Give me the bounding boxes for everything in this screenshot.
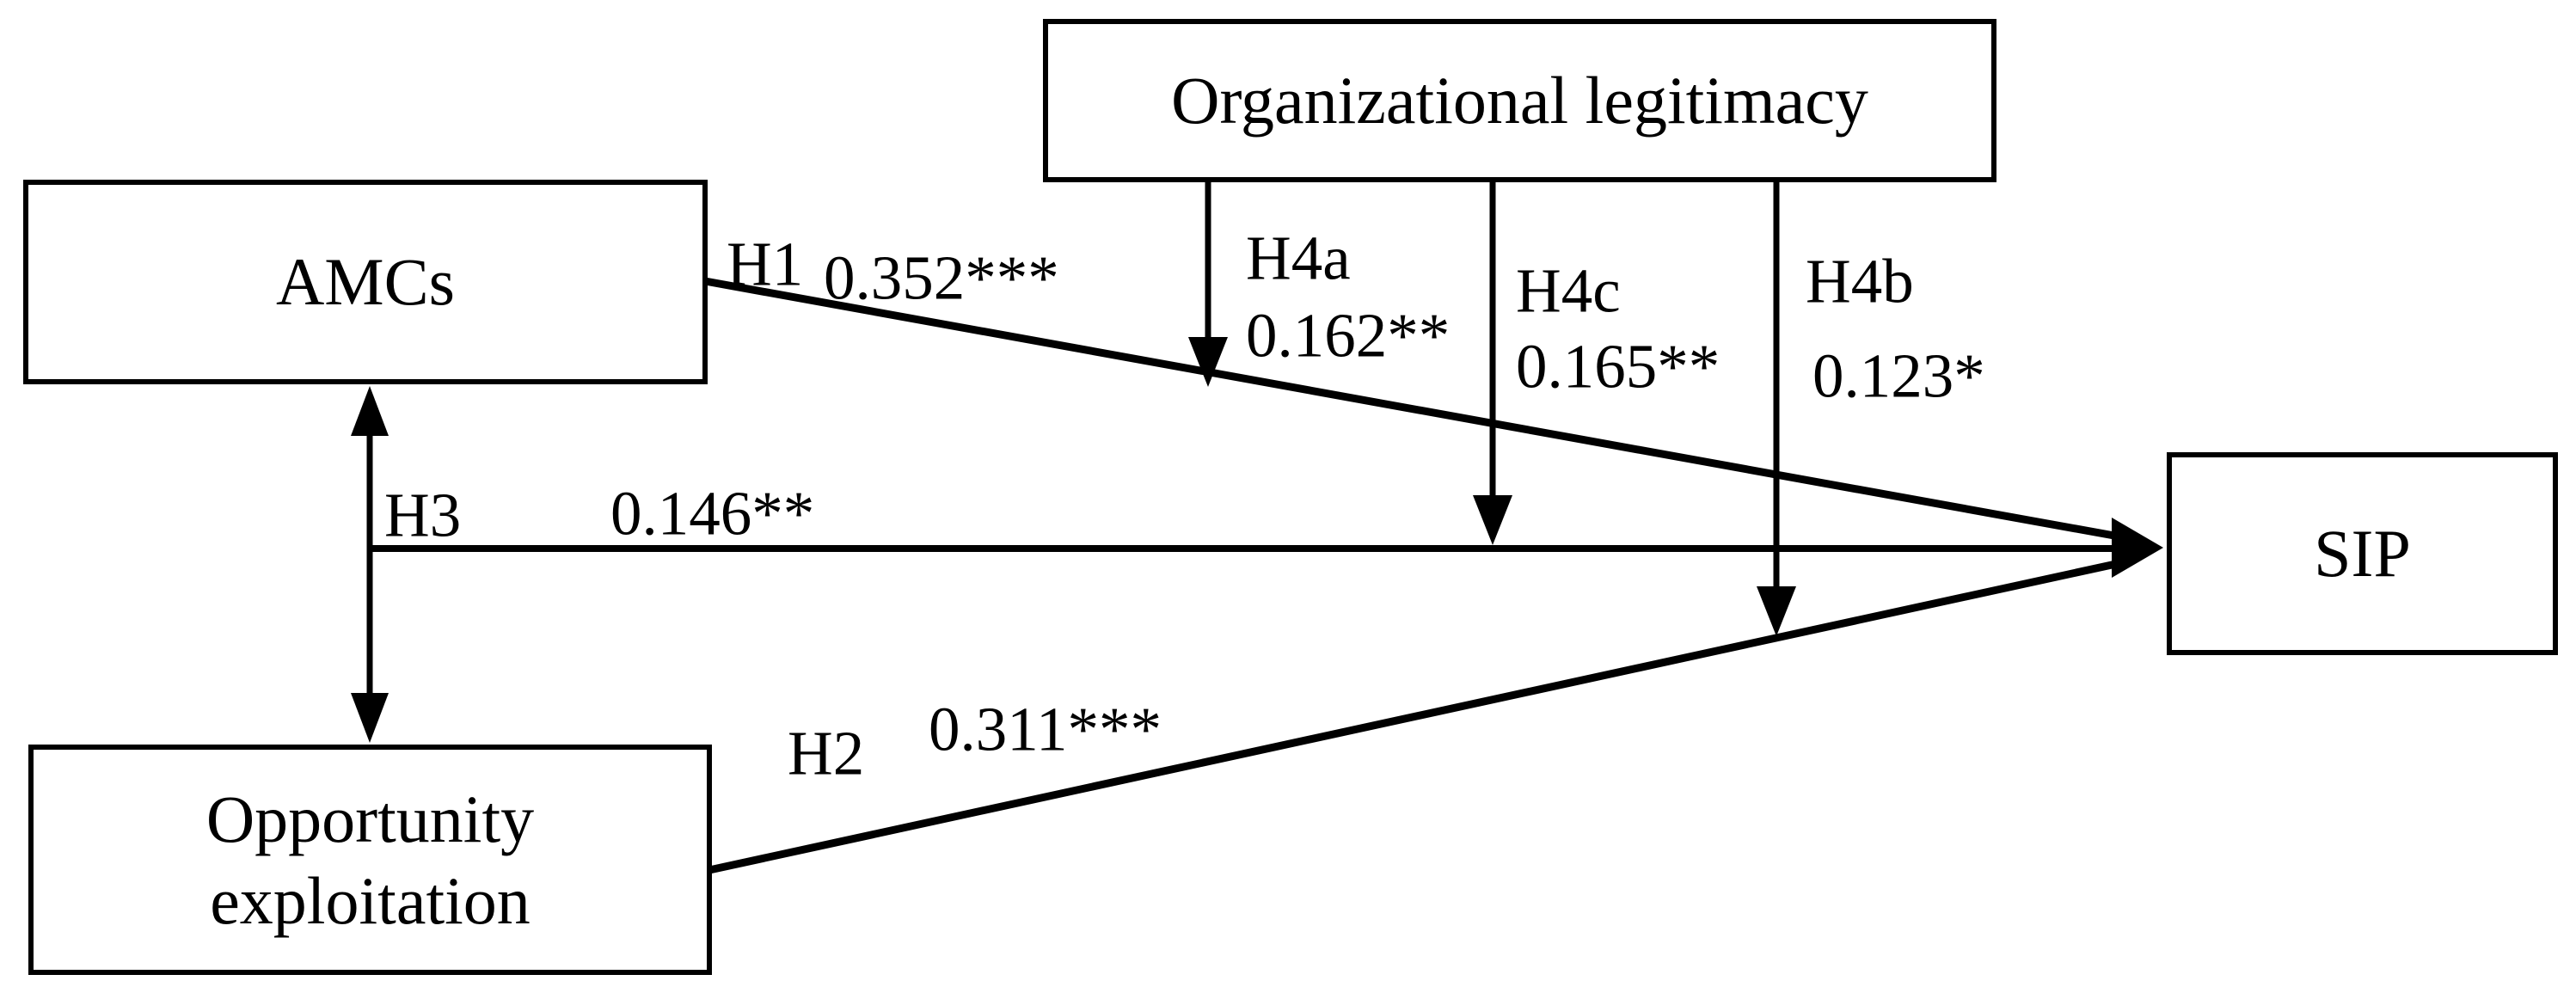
h2-hypothesis-label: H2 xyxy=(788,718,865,788)
h2-path-line xyxy=(708,558,2125,874)
h4c-coefficient-label: 0.165** xyxy=(1516,331,1720,401)
covariance-down-arrowhead-icon xyxy=(351,693,389,743)
node-amcs: AMCs xyxy=(23,180,708,384)
h4a-coefficient-label: 0.162** xyxy=(1246,300,1451,371)
h2-coefficient-label: 0.311*** xyxy=(929,694,1162,764)
h4b-coefficient-label: 0.123* xyxy=(1812,340,1985,411)
h4c-arrowhead-icon xyxy=(1473,495,1512,545)
h4c-hypothesis-label: H4c xyxy=(1516,255,1621,326)
h4a-arrowhead-icon xyxy=(1188,337,1228,387)
h1-coefficient-label: 0.352*** xyxy=(824,242,1059,313)
node-sip: SIP xyxy=(2167,452,2558,655)
node-organizational-legitimacy-label: Organizational legitimacy xyxy=(1171,63,1868,138)
node-opportunity-exploitation-label-line2: exploitation xyxy=(210,863,531,938)
node-organizational-legitimacy: Organizational legitimacy xyxy=(1043,19,1996,182)
sip-arrowhead-icon xyxy=(2112,518,2163,578)
node-opportunity-exploitation-label-line1: Opportunity xyxy=(205,781,535,856)
h4a-hypothesis-label: H4a xyxy=(1246,223,1351,293)
h1-hypothesis-label: H1 xyxy=(727,229,804,299)
h1-path-line xyxy=(704,277,2125,542)
node-amcs-label: AMCs xyxy=(275,244,456,320)
h4b-hypothesis-label: H4b xyxy=(1806,246,1914,316)
h4b-arrowhead-icon xyxy=(1757,586,1796,636)
node-sip-label: SIP xyxy=(2314,516,2411,592)
node-opportunity-exploitation: Opportunity exploitation xyxy=(28,745,712,975)
covariance-up-arrowhead-icon xyxy=(351,386,389,436)
h3-hypothesis-label: H3 xyxy=(384,480,462,550)
h3-coefficient-label: 0.146** xyxy=(610,478,815,549)
